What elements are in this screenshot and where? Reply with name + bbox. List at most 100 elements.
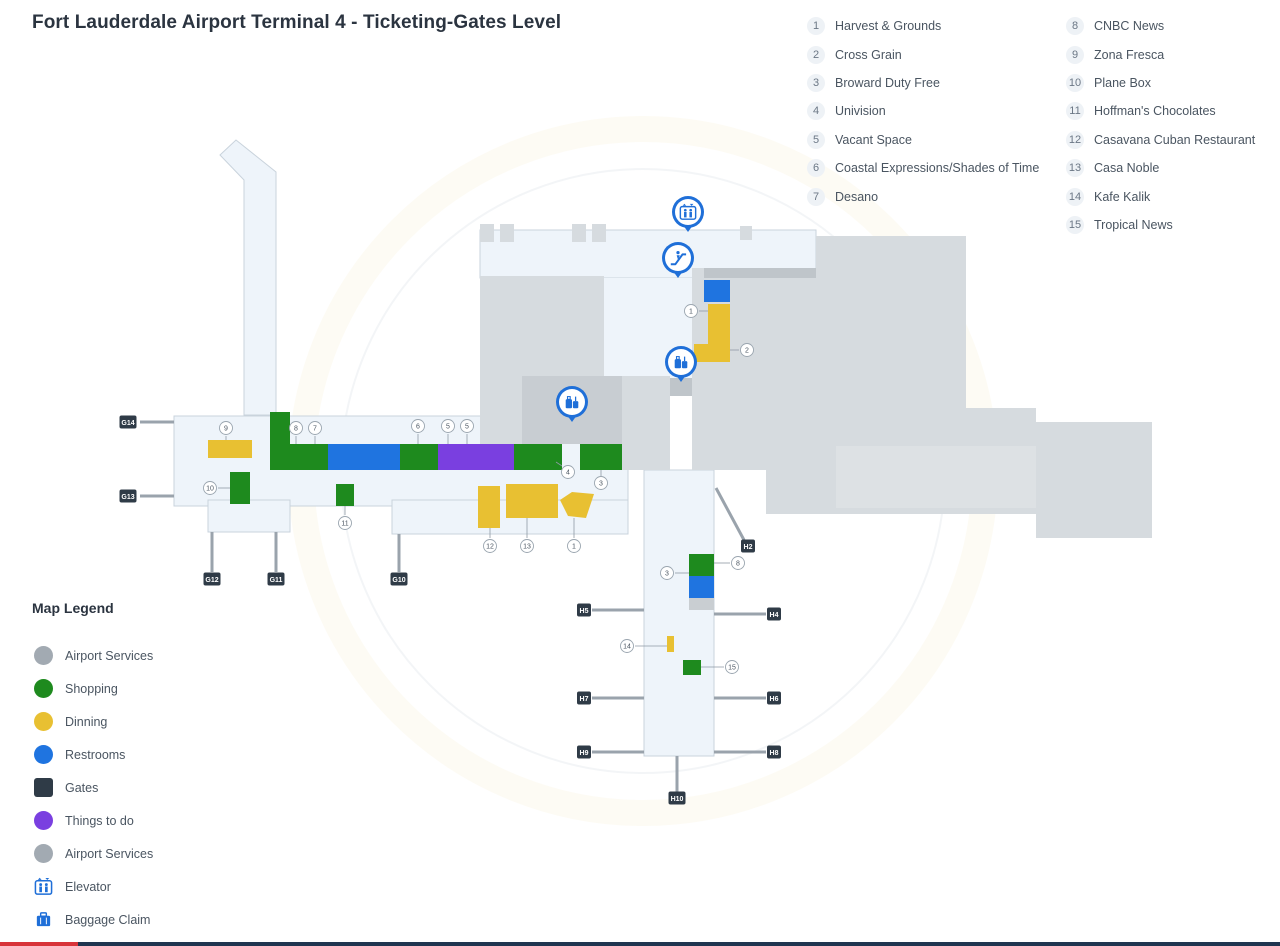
- legend-label: Airport Services: [65, 648, 154, 663]
- index-name: Cross Grain: [835, 47, 902, 62]
- legend-swatch: [34, 646, 53, 665]
- map-marker-number: 9: [224, 426, 228, 433]
- map-marker[interactable]: 5: [460, 419, 474, 433]
- venue-vacant-space: [438, 444, 514, 470]
- gate-label: G12: [205, 577, 218, 584]
- marker-leader: [555, 461, 563, 467]
- service-small-h: [689, 598, 714, 610]
- baggage-claim-icon: [674, 356, 688, 369]
- map-marker[interactable]: 3: [660, 566, 674, 580]
- map-marker-number: 2: [745, 348, 749, 355]
- map-marker[interactable]: 10: [203, 481, 217, 495]
- index-name: Casavana Cuban Restaurant: [1094, 132, 1256, 147]
- gate-tag[interactable]: H2: [741, 539, 755, 553]
- venue-univision: [514, 444, 562, 470]
- baggage-claim-icon: [565, 396, 579, 409]
- map-marker[interactable]: 6: [411, 419, 425, 433]
- gate-label: G14: [121, 420, 134, 427]
- service-strip-top-5: [740, 226, 752, 240]
- map-marker-number: 5: [446, 424, 450, 431]
- venue-restroom-tower: [704, 280, 730, 302]
- pin-escalator[interactable]: [662, 242, 694, 278]
- map-marker[interactable]: 15: [725, 660, 739, 674]
- map-marker-number: 3: [599, 481, 603, 488]
- legend-item: Baggage Claim: [34, 903, 153, 936]
- map-marker[interactable]: 14: [620, 639, 634, 653]
- index-item: 12 Casavana Cuban Restaurant: [1066, 126, 1255, 154]
- gate-tag[interactable]: G14: [119, 415, 137, 429]
- gate-tag[interactable]: H4: [767, 607, 781, 621]
- concourse-h: [643, 469, 715, 757]
- gate-label: H9: [580, 750, 589, 757]
- map-marker[interactable]: 8: [289, 421, 303, 435]
- map-marker-number: 1: [572, 544, 576, 551]
- map-marker-number: 4: [566, 470, 570, 477]
- venue-cross-grain: [694, 304, 730, 362]
- index-name: Coastal Expressions/Shades of Time: [835, 161, 1040, 176]
- map-marker[interactable]: 3: [594, 476, 608, 490]
- map-marker-number: 3: [665, 571, 669, 578]
- baggage-claim-icon: [36, 912, 51, 927]
- index-name: Kafe Kalik: [1094, 189, 1151, 204]
- map-marker[interactable]: 5: [441, 419, 455, 433]
- index-name: Hoffman's Chocolates: [1094, 104, 1216, 119]
- venue-cnbc-news-west: [270, 412, 290, 470]
- map-marker[interactable]: 4: [561, 465, 575, 479]
- elevator-icon: [34, 877, 53, 896]
- legend-item: Elevator: [34, 870, 153, 903]
- gate-tag[interactable]: G13: [119, 489, 137, 503]
- map-marker[interactable]: 13: [520, 539, 534, 553]
- service-strip-top-1: [480, 224, 494, 242]
- venue-coastal-expressions: [400, 444, 438, 470]
- gate-tag[interactable]: H5: [577, 603, 591, 617]
- map-marker[interactable]: 8: [731, 556, 745, 570]
- gate-tag[interactable]: H7: [577, 691, 591, 705]
- legend-label: Shopping: [65, 681, 118, 696]
- service-block-mid: [622, 376, 670, 470]
- map-marker[interactable]: 7: [308, 421, 322, 435]
- concourse-g-lower: [207, 499, 291, 533]
- index-number: 12: [1066, 130, 1084, 149]
- gate-tag[interactable]: G12: [203, 572, 221, 586]
- gate-tag[interactable]: G11: [267, 572, 285, 586]
- map-marker-number: 13: [523, 544, 531, 551]
- venue-zona-fresca: [208, 440, 252, 458]
- map-marker[interactable]: 2: [740, 343, 754, 357]
- service-block-far-east: [1036, 422, 1152, 538]
- gate-tag[interactable]: H8: [767, 745, 781, 759]
- legend-item: Shopping: [34, 672, 153, 705]
- index-number: 15: [1066, 215, 1084, 234]
- venue-desano: [290, 444, 328, 470]
- map-marker[interactable]: 11: [338, 516, 352, 530]
- gate-tag[interactable]: G10: [390, 572, 408, 586]
- gate-connector: [714, 487, 746, 541]
- pin-baggage-right[interactable]: [665, 346, 697, 382]
- gate-tag[interactable]: H6: [767, 691, 781, 705]
- legend-swatch: [34, 679, 53, 698]
- map-marker[interactable]: 9: [219, 421, 233, 435]
- pin-elevator-top[interactable]: [672, 196, 704, 232]
- gate-tag[interactable]: H9: [577, 745, 591, 759]
- service-strip-top-2: [500, 224, 514, 242]
- legend-swatch: [34, 745, 53, 764]
- map-marker[interactable]: 1: [567, 539, 581, 553]
- map-marker-number: 14: [623, 644, 631, 651]
- map-marker[interactable]: 12: [483, 539, 497, 553]
- pin-baggage-center[interactable]: [556, 386, 588, 422]
- legend-title: Map Legend: [32, 600, 114, 616]
- map-marker[interactable]: 1: [684, 304, 698, 318]
- gate-tag[interactable]: H10: [668, 791, 686, 805]
- venue-casavana: [478, 486, 500, 528]
- legend-swatch: [34, 712, 53, 731]
- legend-item: Dinning: [34, 705, 153, 738]
- gate-label: G13: [121, 494, 134, 501]
